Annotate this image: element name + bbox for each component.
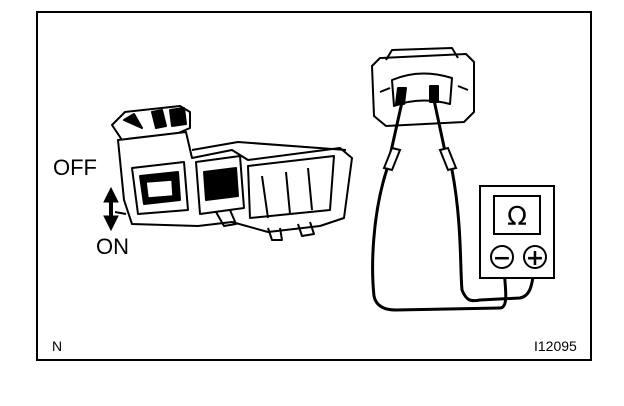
plus-symbol: +	[526, 246, 544, 271]
ohmmeter: Ω − +	[479, 185, 555, 279]
ohm-symbol: Ω	[507, 202, 527, 232]
corner-mark: N	[52, 338, 63, 354]
positive-terminal	[523, 245, 547, 269]
negative-terminal	[490, 245, 514, 269]
switch-direction-arrow	[103, 186, 127, 232]
switch-assembly	[111, 105, 353, 241]
off-label: OFF	[53, 155, 97, 180]
lead-wires	[371, 167, 536, 312]
probe-right	[432, 99, 458, 172]
ohmmeter-display	[493, 195, 541, 235]
connector	[371, 47, 475, 127]
on-label: ON	[96, 234, 129, 259]
minus-symbol: −	[493, 246, 511, 271]
probe-left	[382, 101, 404, 172]
figure-id: I12095	[534, 338, 577, 354]
